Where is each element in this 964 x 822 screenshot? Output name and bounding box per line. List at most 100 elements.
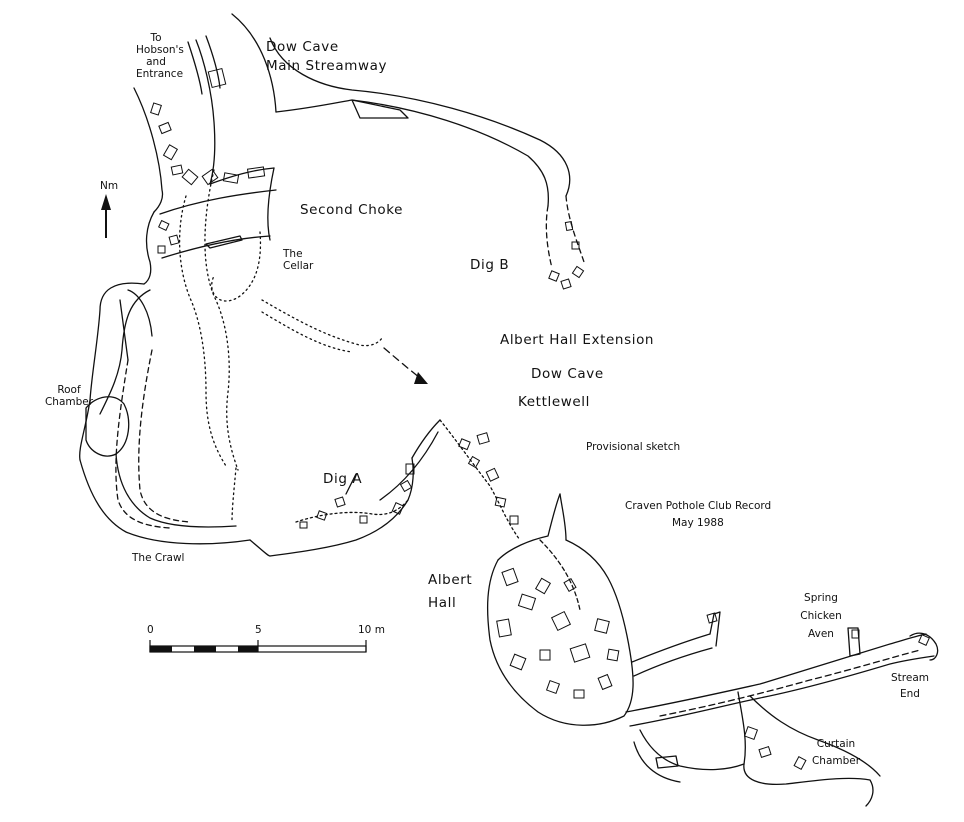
- dig-a-rubble-line: [295, 499, 409, 523]
- entrance-passage-east: [195, 39, 216, 185]
- label-main-streamway: Dow Cave Main Streamway: [266, 39, 388, 74]
- connection-arrow-head: [414, 372, 428, 384]
- entrance-inlet-b: [205, 35, 221, 89]
- label-main-streamway-line1: Dow Cave: [266, 39, 339, 55]
- label-to-hobsons-line1: To: [150, 32, 162, 44]
- albert-hall-north: [497, 493, 561, 561]
- stream-end: [909, 632, 939, 661]
- label-stream-end-line2: End: [900, 688, 920, 701]
- curtain-chamber: [737, 691, 874, 807]
- label-main-streamway-line2: Main Streamway: [266, 57, 388, 74]
- label-the-cellar: The Cellar: [283, 248, 313, 272]
- label-the-cellar-line1: The: [283, 248, 303, 260]
- label-to-hobsons-line3: and: [146, 56, 166, 69]
- west-passage-inner: [99, 289, 151, 415]
- roof-chamber-shape: [85, 396, 130, 457]
- label-albert-hall: Albert Hall: [428, 572, 473, 611]
- crawl-outer: [79, 459, 251, 545]
- scale-tick-5: 5: [255, 624, 262, 636]
- connection-arrow-line: [383, 347, 421, 379]
- east-side-branch: [709, 611, 721, 647]
- choke-crossing: [159, 189, 277, 215]
- label-the-cellar-line2: Cellar: [283, 260, 314, 273]
- label-dig-a: Dig A: [323, 471, 363, 487]
- choke-outline-west: [143, 211, 155, 285]
- dig-b-passage-east: [565, 195, 585, 263]
- curtain-chamber-north: [749, 695, 881, 777]
- east-passage-north: [631, 633, 711, 663]
- survey-date: May 1988: [672, 517, 724, 529]
- entrance-upper-pass: [209, 167, 275, 185]
- north-arrow-head: [101, 194, 111, 210]
- label-spring-chicken-line3: Aven: [808, 628, 834, 641]
- crawl-dash-2: [138, 349, 191, 523]
- streamway-side-pocket: [351, 99, 409, 119]
- streamway-lower-wall: [275, 99, 550, 207]
- pool-shape: [655, 755, 679, 769]
- label-albert-hall-line1: Albert: [428, 572, 473, 588]
- stream-passage-centre: [659, 649, 921, 717]
- survey-title: Albert Hall Extension: [500, 332, 655, 348]
- choke-outline-east: [267, 167, 275, 241]
- survey-cave-name: Dow Cave: [531, 366, 604, 382]
- rubble-trail: [439, 419, 521, 541]
- scale-tick-10: 10 m: [358, 624, 385, 636]
- label-albert-hall-line2: Hall: [428, 594, 457, 611]
- label-roof-chamber-line2: Chamber: [44, 396, 94, 409]
- dig-a-lower: [249, 539, 271, 557]
- west-long-passage-2: [119, 299, 129, 361]
- dig-a-chamber: [269, 457, 414, 557]
- dig-a-pointer: [345, 473, 357, 495]
- north-arrow-label: Nm: [100, 180, 119, 192]
- entrance-inlet: [187, 41, 203, 95]
- label-second-choke: Second Choke: [300, 202, 404, 218]
- scale-bar: [149, 640, 367, 653]
- stream-passage-north: [625, 633, 927, 713]
- label-the-crawl: The Crawl: [132, 552, 185, 564]
- label-roof-chamber-line1: Roof: [57, 384, 81, 396]
- curtain-west: [639, 729, 745, 771]
- boulder-rubble: [150, 67, 930, 770]
- label-curtain-chamber: Curtain Chamber: [808, 738, 864, 767]
- dotted-link-2: [261, 311, 353, 353]
- label-roof-chamber: Roof Chamber: [44, 384, 94, 408]
- crawl-inner: [115, 453, 237, 528]
- label-stream-end-line1: Stream: [891, 672, 929, 684]
- east-passage-south: [633, 647, 713, 677]
- spring-chicken-aven: [847, 627, 861, 657]
- label-to-hobsons: To Hobson's and Entrance: [136, 32, 184, 81]
- dotted-link: [261, 299, 383, 347]
- dotted-passage-2: [204, 169, 239, 471]
- dotted-passage-3: [231, 467, 237, 523]
- survey-credit: Craven Pothole Club Record: [625, 500, 772, 512]
- survey-status: Provisional sketch: [586, 441, 681, 453]
- stream-passage-south: [629, 655, 935, 727]
- streamway-left-wall: [231, 13, 277, 113]
- survey-location: Kettlewell: [518, 394, 590, 410]
- second-choke-slot: [205, 235, 243, 249]
- dotted-passage-1: [178, 195, 227, 467]
- label-spring-chicken-aven: Spring Chicken Aven: [796, 592, 846, 640]
- scale-tick-0: 0: [147, 624, 154, 636]
- dig-a-to-albert-2: [379, 431, 439, 501]
- albert-hall-aven: [559, 493, 567, 541]
- albert-hall-outline: [486, 539, 634, 726]
- label-to-hobsons-line4: Entrance: [136, 68, 184, 81]
- dig-a-to-albert: [411, 419, 441, 459]
- label-to-hobsons-line2: Hobson's: [136, 44, 184, 57]
- label-spring-chicken-line1: Spring: [804, 592, 838, 604]
- west-long-passage: [127, 289, 153, 337]
- label-curtain-chamber-line2: Chamber: [811, 755, 861, 768]
- choke-crossing-2: [161, 235, 271, 259]
- label-dig-b: Dig B: [470, 257, 510, 273]
- streamway-right-wall: [269, 37, 571, 197]
- dig-b-passage: [545, 205, 553, 269]
- dotted-cellar: [211, 231, 262, 302]
- label-stream-end: Stream End: [890, 672, 930, 700]
- west-passage-outer: [79, 282, 145, 461]
- curtain-west-2: [633, 741, 681, 783]
- albert-hall-dash: [539, 539, 581, 611]
- label-curtain-chamber-line1: Curtain: [816, 738, 856, 750]
